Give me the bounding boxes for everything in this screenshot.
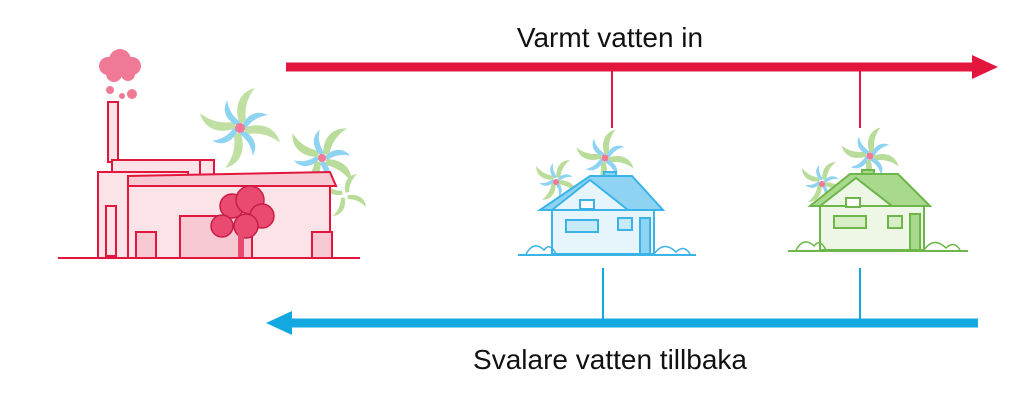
return-label: Svalare vatten tillbaka [473,344,747,375]
supply-arrow-head-icon [972,55,998,79]
house-green-building [807,169,933,251]
house-blue-bushes [525,245,691,255]
heat-plant-illustration [58,49,372,259]
house-blue-heat-swirls [528,128,635,208]
house-green-heat-swirls [794,126,900,210]
house-green-illustration [788,126,968,252]
plant-building [97,159,338,259]
smoke-cloud-icon [99,49,141,99]
plant-heat-swirls [199,87,372,222]
house-blue-building [536,171,666,255]
house-green-bushes [795,241,961,251]
supply-pipe [286,55,998,128]
supply-label: Varmt vatten in [516,22,704,53]
chimney [107,101,119,163]
return-arrow-head-icon [266,311,292,335]
return-pipe [266,268,978,335]
house-blue-illustration [518,128,696,256]
tree-icon [210,185,275,258]
